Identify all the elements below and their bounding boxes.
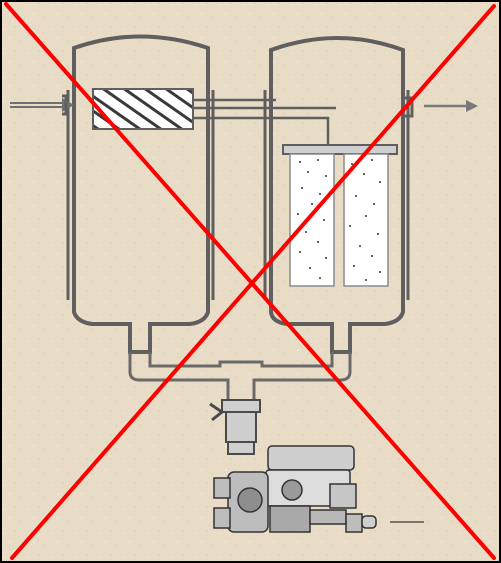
filter-cartridge-left: [290, 154, 334, 286]
hatched-filter-element: [93, 89, 193, 129]
cartridge-cap: [283, 145, 397, 154]
filter-cartridge-right: [344, 154, 388, 286]
